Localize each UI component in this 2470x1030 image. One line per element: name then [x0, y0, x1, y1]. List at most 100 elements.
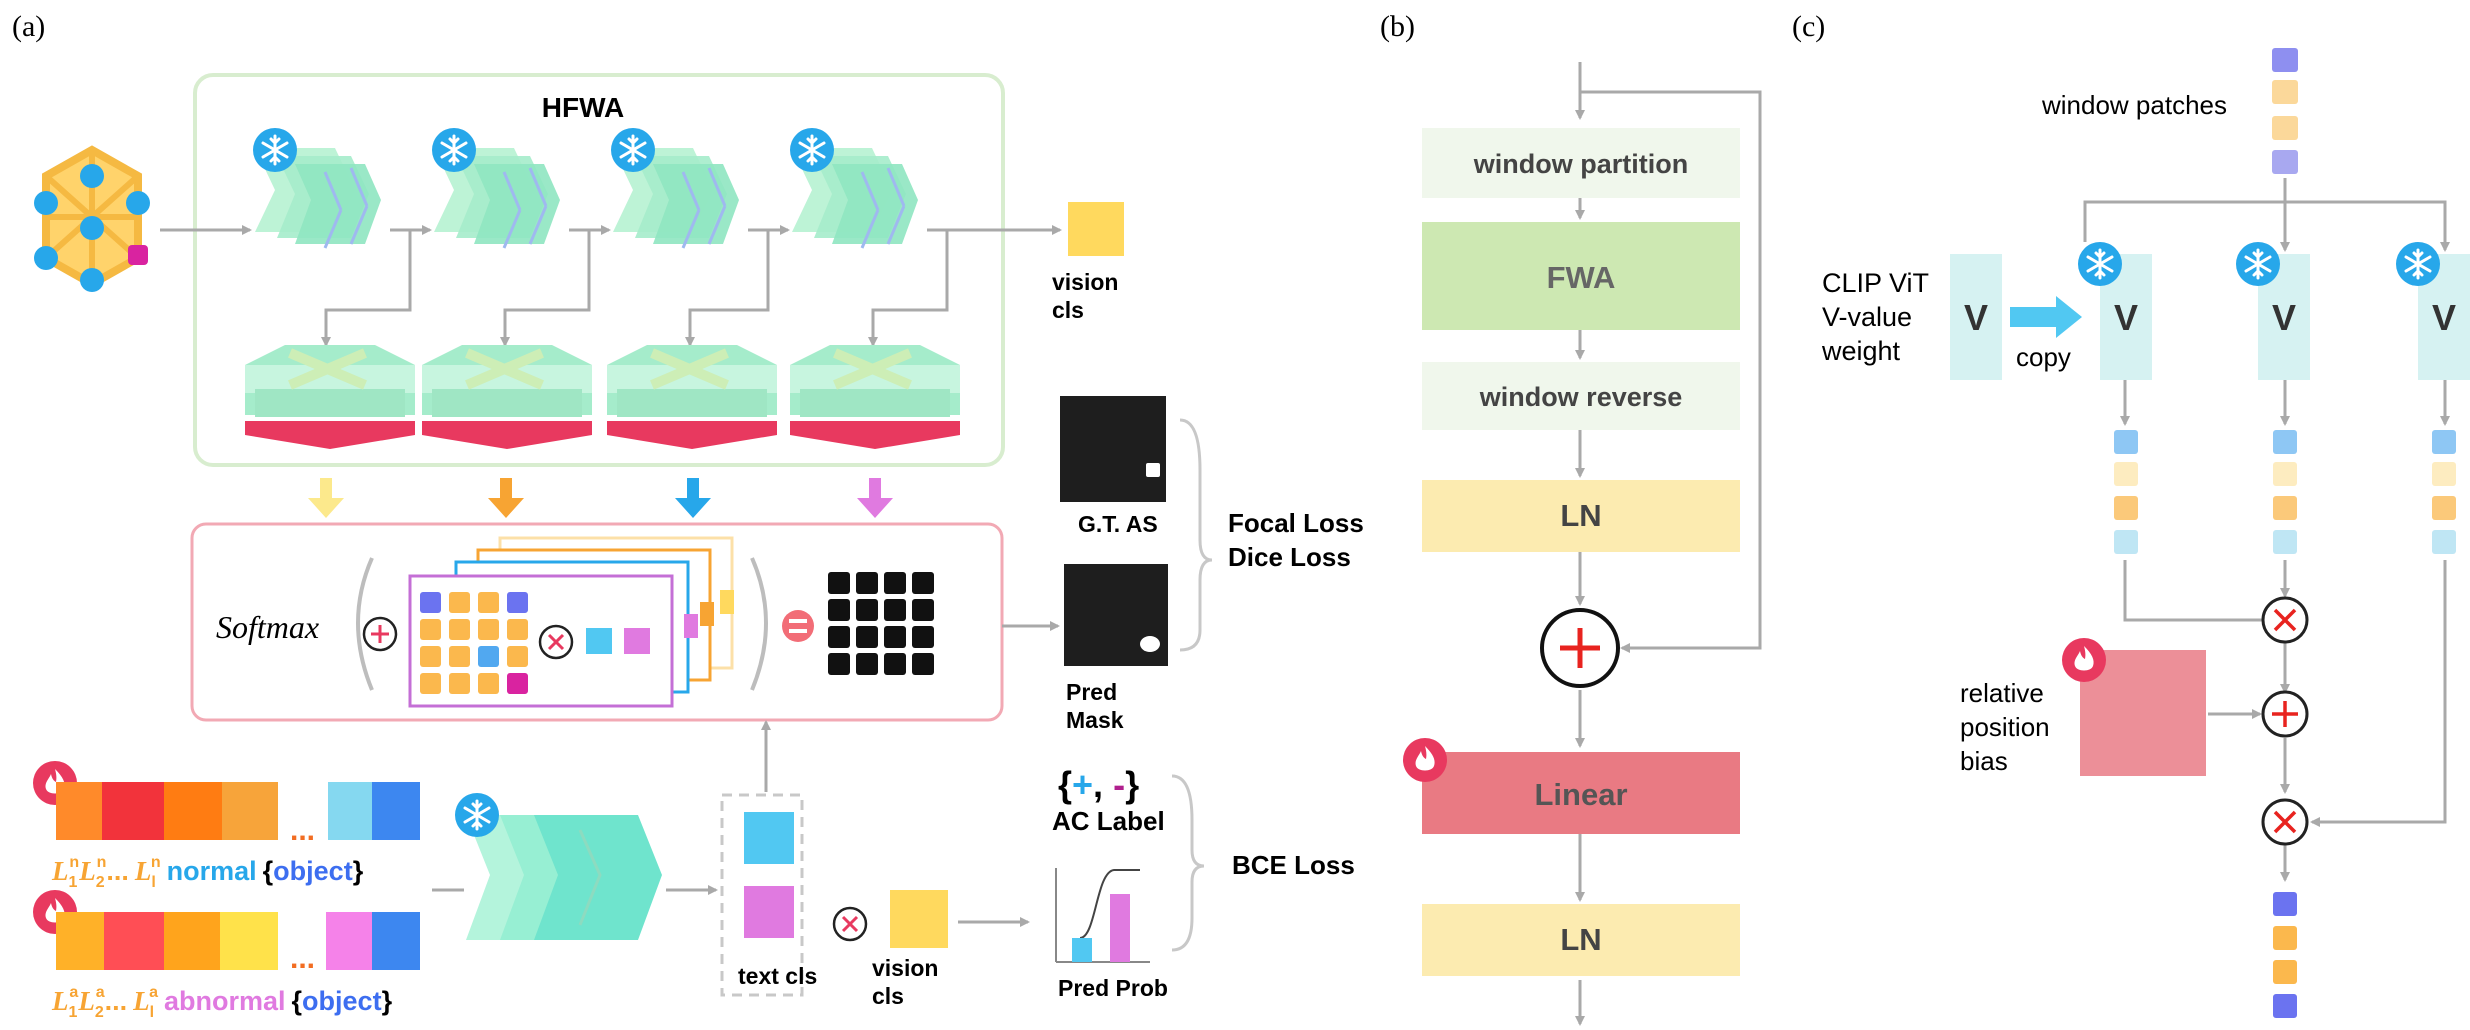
vision-cls-bottom-label: vision: [872, 955, 938, 981]
gt-mask: [1060, 396, 1166, 502]
multiply-op-icon: [2261, 798, 2309, 846]
v-label: V: [2272, 297, 2296, 338]
mask-cell: [828, 653, 850, 675]
feature-stack-2: [422, 345, 592, 449]
vision-cls-bottom-label: cls: [872, 983, 904, 1009]
graph-input-icon: [34, 145, 150, 292]
multiply-op-icon: [2261, 596, 2309, 644]
snowflake-icon: [251, 126, 299, 174]
pred-prob-chart: [1055, 868, 1150, 963]
snowflake-icon: [2234, 240, 2282, 288]
mask-cell: [856, 626, 878, 648]
token-cell: [507, 646, 528, 667]
add-op-icon: [1540, 608, 1620, 688]
down-arrow-violet: [857, 478, 893, 518]
mask-cell: [912, 653, 934, 675]
snowflake-icon: [788, 126, 836, 174]
normal-prompt-bar: [56, 782, 420, 840]
vision-cls-bottom: [890, 890, 948, 948]
window-patches: [2272, 48, 2298, 174]
clip-v-label: V: [1964, 297, 1988, 338]
token-cell: [420, 619, 441, 640]
ln-box-2: [1422, 904, 1740, 976]
vision-cls-square: [1068, 202, 1124, 256]
token-cell: [507, 592, 528, 613]
ln-label-1: LN: [1560, 498, 1601, 533]
panel-a-label: (a): [12, 10, 45, 43]
token-cell: [449, 646, 470, 667]
token-cell: [507, 673, 528, 694]
mask-cell: [912, 599, 934, 621]
window-patches-label: window patches: [2041, 90, 2227, 120]
snowflake-icon: [453, 791, 501, 839]
token-cell: [420, 592, 441, 613]
panel-c-label: (c): [1792, 10, 1825, 43]
mask-cell: [884, 626, 906, 648]
text-cls-frame: [720, 793, 804, 997]
gt-as-label: G.T. AS: [1078, 511, 1158, 537]
paren-left: [356, 557, 374, 691]
feature-stack-1: [245, 345, 415, 449]
final-tokens: [2273, 892, 2297, 1018]
bias-label: position: [1960, 712, 2050, 742]
mask-cell: [912, 626, 934, 648]
snowflake-icon: [2394, 240, 2442, 288]
down-arrow-yellow: [308, 478, 344, 518]
snowflake-icon: [430, 126, 478, 174]
feature-stack-3: [607, 345, 777, 449]
feature-stack-4: [790, 345, 960, 449]
softmax-label: Softmax: [216, 609, 319, 645]
down-arrow-orange: [488, 478, 524, 518]
hfwa-frame: [193, 73, 1005, 467]
brace-bce: [1171, 774, 1205, 952]
copy-arrow: [2010, 296, 2082, 338]
brace-seg: [1179, 418, 1213, 652]
token-cell: [449, 592, 470, 613]
token-grid: [420, 592, 528, 694]
panel-c-flow: [2083, 178, 2450, 882]
ac-braces: {+,-}: [1058, 764, 1139, 805]
pred-mask-label: Pred: [1066, 679, 1117, 705]
panel-b-flow: [1575, 62, 1762, 1026]
vision-cls-label: vision: [1052, 269, 1118, 295]
bias-label: bias: [1960, 746, 2008, 776]
bce-loss-label: BCE Loss: [1232, 850, 1355, 880]
token-cell: [449, 673, 470, 694]
fwa-box: [1422, 222, 1740, 330]
ln-box-1: [1422, 480, 1740, 552]
block-connectors: [321, 225, 1062, 347]
clip-label: CLIP ViT: [1822, 268, 1929, 298]
mask-cell: [884, 653, 906, 675]
linear-label: Linear: [1534, 777, 1627, 812]
add-op-icon: [2261, 690, 2309, 738]
vision-cls-label: cls: [1052, 297, 1084, 323]
dice-loss-label: Dice Loss: [1228, 542, 1351, 572]
abnormal-prompt-bar: [56, 912, 420, 970]
token-cell: [478, 673, 499, 694]
snowflake-icon: [609, 126, 657, 174]
pred-mask-label: Mask: [1066, 707, 1124, 733]
panel-b-label: (b): [1380, 10, 1415, 43]
pred-prob-label: Pred Prob: [1058, 975, 1168, 1001]
copy-label: copy: [2016, 342, 2071, 372]
text-cls-normal: [744, 812, 794, 864]
token-cell: [420, 673, 441, 694]
token-cell: [507, 619, 528, 640]
paren-right: [750, 557, 768, 691]
text-cls-label: text cls: [738, 963, 817, 989]
focal-loss-label: Focal Loss: [1228, 508, 1364, 538]
dots: ...: [290, 942, 315, 975]
mask-cell: [856, 599, 878, 621]
ln-label-2: LN: [1560, 922, 1601, 957]
window-reverse-label: window reverse: [1479, 382, 1683, 412]
bias-label: relative: [1960, 678, 2044, 708]
dots: ...: [290, 814, 315, 847]
clip-v-box: [1950, 254, 2002, 380]
v-output-tokens: [2114, 430, 2456, 554]
mask-cell: [912, 572, 934, 594]
mask-cell: [828, 626, 850, 648]
v-label: V: [2432, 297, 2456, 338]
clip-label: V-value: [1822, 302, 1912, 332]
